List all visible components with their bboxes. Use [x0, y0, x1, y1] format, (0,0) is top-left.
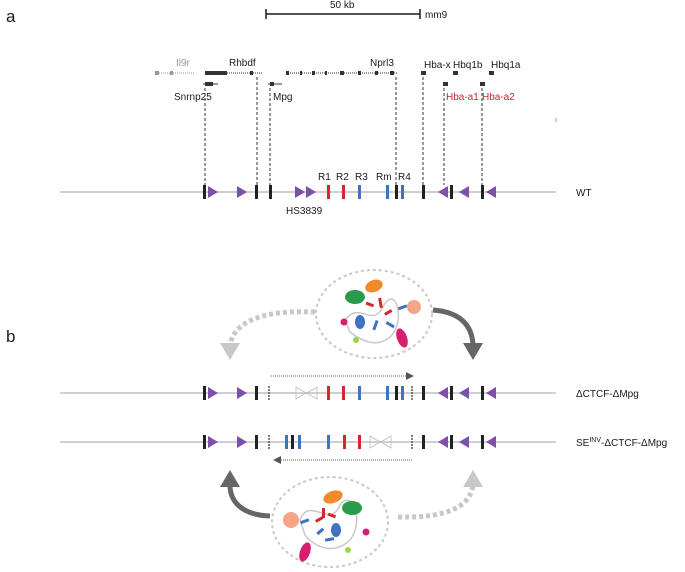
ctcf-site-icon [237, 436, 247, 448]
deleted-ctcf-site-icon [306, 386, 318, 400]
gene-hbq1a-label: Hbq1a [491, 60, 521, 71]
allele-wt-label: WT [576, 188, 592, 199]
scale-bar-length: 50 kb [330, 0, 355, 11]
nuclear-hub-lower [271, 476, 389, 568]
element-r3-label: R3 [355, 172, 368, 183]
gene-connector-lines [204, 77, 483, 185]
gene-hba-a2-label: Hba-a2 [482, 92, 515, 103]
element-r4-label: R4 [398, 172, 411, 183]
gene-annotation-track: Il9r Rhbdf Snrnp25 Mpg Nprl3 Hba-x Hbq1b… [155, 58, 557, 122]
ctcf-site-icon [486, 186, 496, 198]
ctcf-site-icon [486, 436, 496, 448]
gene-rhbdf-label: Rhbdf [229, 58, 256, 69]
ctcf-site-icon [486, 387, 496, 399]
element-rm-label: Rm [376, 172, 392, 183]
gene-hba-a1-label: Hba-a1 [446, 92, 479, 103]
ctcf-site-icon [208, 186, 218, 198]
ctcf-site-icon [438, 186, 448, 198]
arrowhead-light-icon [463, 470, 483, 487]
scale-bar-assembly: mm9 [425, 10, 448, 21]
dctcf-track: ΔCTCF-ΔMpg [60, 372, 639, 400]
element-r1-label: R1 [318, 172, 331, 183]
ctcf-site-icon [438, 387, 448, 399]
arrow-light-upper-left [227, 309, 316, 346]
arrow-light-lower-right [397, 484, 476, 520]
seinv-track: SEINV-ΔCTCF-ΔMpg [60, 435, 667, 464]
deleted-ctcf-site-icon [295, 386, 307, 400]
allele-dctcf-label: ΔCTCF-ΔMpg [576, 389, 639, 400]
arrow-dark-upper-right [432, 307, 476, 346]
ctcf-site-icon [459, 387, 469, 399]
ctcf-site-icon [208, 436, 218, 448]
scale-bar: 50 kb mm9 [265, 0, 448, 21]
gene-il9r-label: Il9r [176, 58, 191, 69]
gene-hba-x-label: Hba-x [424, 60, 451, 71]
ctcf-site-icon [459, 186, 469, 198]
ctcf-site-icon [237, 186, 247, 198]
gene-nprl3-label: Nprl3 [370, 58, 394, 69]
wt-track: R1 R2 R3 Rm R4 HS3839 WT [60, 172, 592, 217]
deleted-ctcf-site-icon [380, 435, 392, 449]
arrowhead-dark-icon [463, 343, 483, 360]
allele-seinv-label: SEINV-ΔCTCF-ΔMpg [576, 437, 667, 449]
gene-mpg-label: Mpg [273, 92, 292, 103]
ctcf-site-icon [306, 186, 316, 198]
panel-label-a: a [6, 7, 16, 26]
panel-label-b: b [6, 327, 15, 346]
ctcf-site-icon [295, 186, 305, 198]
arrow-dark-lower-left [227, 484, 271, 519]
ctcf-site-icon [208, 387, 218, 399]
element-hs3839-label: HS3839 [286, 206, 323, 217]
arrowhead-dark-icon [220, 470, 240, 487]
ctcf-site-icon [237, 387, 247, 399]
gene-snrnp25-label: Snrnp25 [174, 92, 212, 103]
ctcf-site-icon [459, 436, 469, 448]
element-r2-label: R2 [336, 172, 349, 183]
ctcf-site-icon [438, 436, 448, 448]
gene-hbq1b-label: Hbq1b [453, 60, 483, 71]
deleted-ctcf-site-icon [369, 435, 381, 449]
nuclear-hub-upper [315, 269, 433, 359]
arrowhead-light-icon [220, 343, 240, 360]
